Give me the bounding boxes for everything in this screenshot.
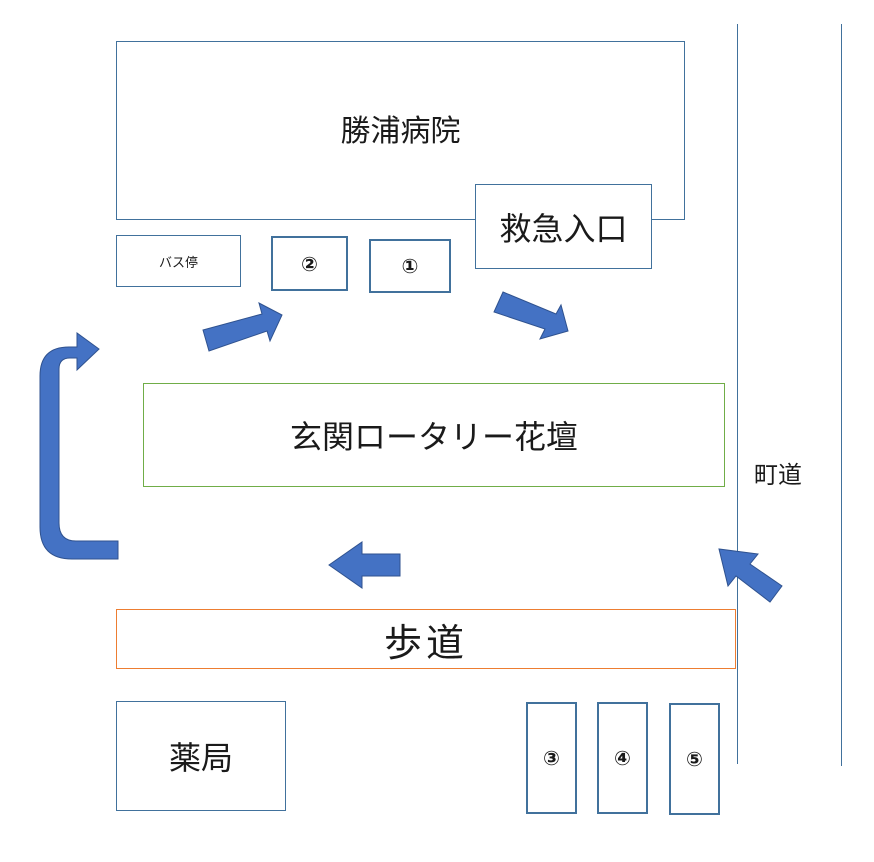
arrow-u-turn [39,332,119,560]
arrow-to-emergency [493,291,569,340]
arrow-along-sidewalk [328,541,401,589]
road-edge-left [737,24,738,764]
road-edge-right [841,24,842,766]
parking-slot-3: ③ [526,702,577,814]
arrow-to-slot-2 [202,302,283,352]
arrow-from-road [718,548,783,603]
road-label: 町道 [754,461,802,489]
